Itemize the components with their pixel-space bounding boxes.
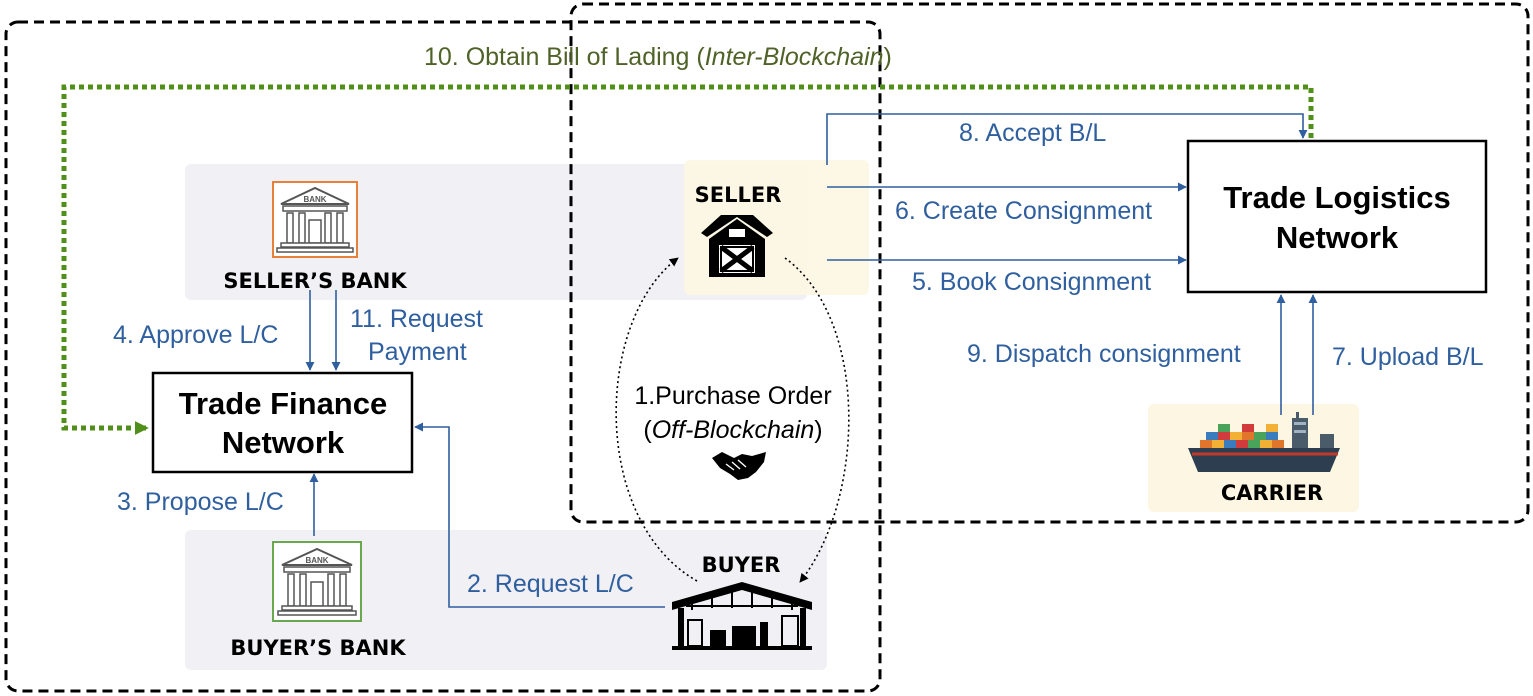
trade-logistics-title-line2: Network	[1276, 220, 1399, 255]
handshake-icon	[712, 452, 766, 480]
book-consignment-label: 5. Book Consignment	[912, 268, 1151, 296]
finance-domain-boundary	[4, 20, 882, 693]
seller-bank-label: SELLER’S BANK	[223, 269, 407, 293]
trade-finance-title-line2: Network	[222, 425, 345, 460]
warehouse-icon	[672, 582, 812, 650]
request-lc-label: 2. Request L/C	[467, 570, 634, 598]
logistics-domain-boundary	[569, 2, 1530, 524]
cargo-ship-icon	[1188, 412, 1340, 472]
carrier-label: CARRIER	[1221, 481, 1323, 505]
propose-lc-label: 3. Propose L/C	[117, 488, 284, 516]
trade-logistics-network-box	[1186, 139, 1488, 294]
upload-bl-label: 7. Upload B/L	[1332, 343, 1484, 371]
seller-label: SELLER	[695, 183, 782, 207]
obtain-bill-of-lading-path	[61, 84, 1314, 435]
accept-bl-label: 8. Accept B/L	[959, 119, 1106, 147]
purchase-order-label-line1: 1.Purchase Order	[634, 382, 831, 410]
buyer-bank-sign: BANK	[305, 556, 328, 565]
buyer-bank-label: BUYER’S BANK	[230, 636, 406, 660]
seller-bank-icon: BANK	[272, 181, 358, 258]
request-payment-label-line1: 11. Request	[350, 305, 483, 333]
approve-lc-label: 4. Approve L/C	[113, 321, 278, 349]
barn-icon	[701, 215, 773, 277]
trade-logistics-title-line1: Trade Logistics	[1223, 180, 1450, 215]
purchase-order-label-line2: (Off-Blockchain)	[643, 416, 822, 444]
request-payment-label-line2: Payment	[368, 338, 467, 366]
dispatch-consignment-label: 9. Dispatch consignment	[967, 340, 1241, 368]
trade-finance-network-box	[151, 371, 414, 474]
buyer-bank-icon: BANK	[272, 541, 362, 622]
trade-finance-title-line1: Trade Finance	[179, 386, 387, 421]
seller-bank-sign: BANK	[303, 195, 326, 204]
buyer-label: BUYER	[702, 553, 781, 577]
obtain-bill-of-lading-label: 10. Obtain Bill of Lading (Inter-Blockch…	[424, 43, 892, 71]
accept-bl-arrow	[826, 113, 1308, 165]
request-lc-arrow	[414, 422, 665, 608]
create-consignment-label: 6. Create Consignment	[895, 197, 1152, 225]
